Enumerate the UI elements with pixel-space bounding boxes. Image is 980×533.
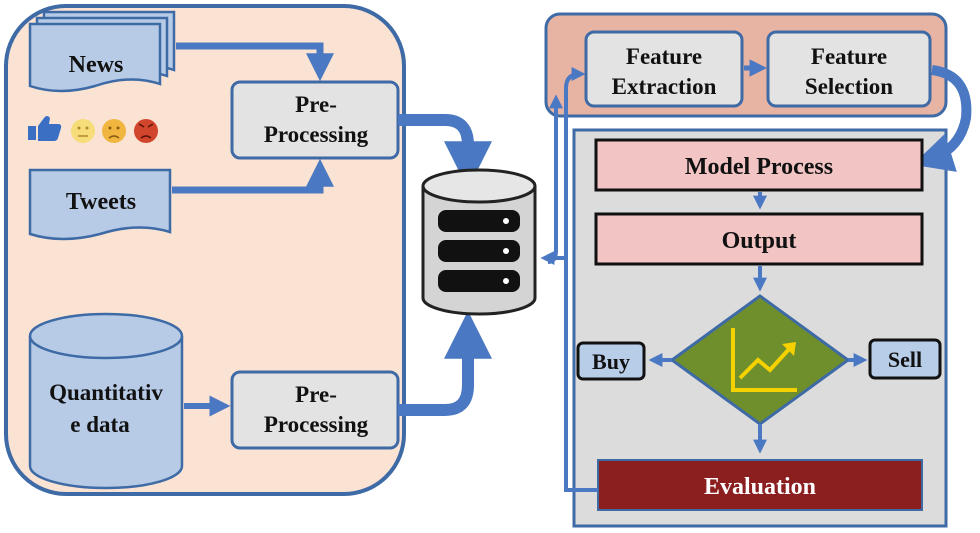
feature-extraction-box bbox=[584, 30, 744, 108]
news-document-icon bbox=[28, 10, 176, 93]
quant-data-line2: e data bbox=[70, 412, 130, 437]
feature-selection-line1: Feature bbox=[811, 44, 887, 69]
neutral-face-icon bbox=[71, 119, 95, 143]
news-label: News bbox=[69, 52, 124, 78]
preprocessing-top-line1: Pre- bbox=[295, 92, 337, 117]
evaluation-box bbox=[597, 459, 923, 511]
sell-label: Sell bbox=[888, 347, 922, 372]
buy-box bbox=[576, 341, 646, 381]
arrow-preprocessing-top-to-database bbox=[398, 114, 492, 190]
arrow-preprocessing-bottom-to-database bbox=[398, 310, 492, 416]
feature-selection-line2: Selection bbox=[805, 74, 893, 99]
model-process-label: Model Process bbox=[685, 154, 833, 180]
evaluation-label: Evaluation bbox=[704, 474, 816, 500]
output-label: Output bbox=[722, 228, 797, 254]
angry-face-icon bbox=[134, 119, 158, 143]
arrow-selection-to-model bbox=[912, 65, 972, 172]
feature-extraction-line2: Extraction bbox=[612, 74, 717, 99]
preprocessing-bottom-line1: Pre- bbox=[295, 382, 337, 407]
tweets-document-icon bbox=[28, 168, 172, 241]
output-box bbox=[594, 212, 924, 266]
arrow-database-to-features bbox=[547, 94, 563, 264]
arrow-news-to-preprocessing bbox=[176, 42, 334, 82]
worried-face-icon bbox=[102, 119, 126, 143]
preprocessing-bottom-line2: Processing bbox=[264, 412, 369, 437]
preprocessing-top-line2: Processing bbox=[264, 122, 369, 147]
trend-chart-icon bbox=[731, 328, 797, 392]
arrow-tweets-to-preprocessing bbox=[172, 158, 334, 194]
feature-selection-box bbox=[766, 30, 932, 108]
tweets-label: Tweets bbox=[66, 189, 136, 215]
arrow-evaluation-feedback bbox=[564, 67, 598, 492]
thumbs-up-icon bbox=[28, 116, 62, 141]
buy-label: Buy bbox=[592, 349, 630, 374]
database-icon bbox=[421, 168, 537, 316]
quantitative-data-cylinder bbox=[28, 312, 184, 490]
sell-box bbox=[868, 338, 942, 380]
quant-data-line1: Quantitativ bbox=[49, 380, 163, 405]
feature-extraction-line1: Feature bbox=[626, 44, 702, 69]
model-process-box bbox=[594, 138, 924, 192]
